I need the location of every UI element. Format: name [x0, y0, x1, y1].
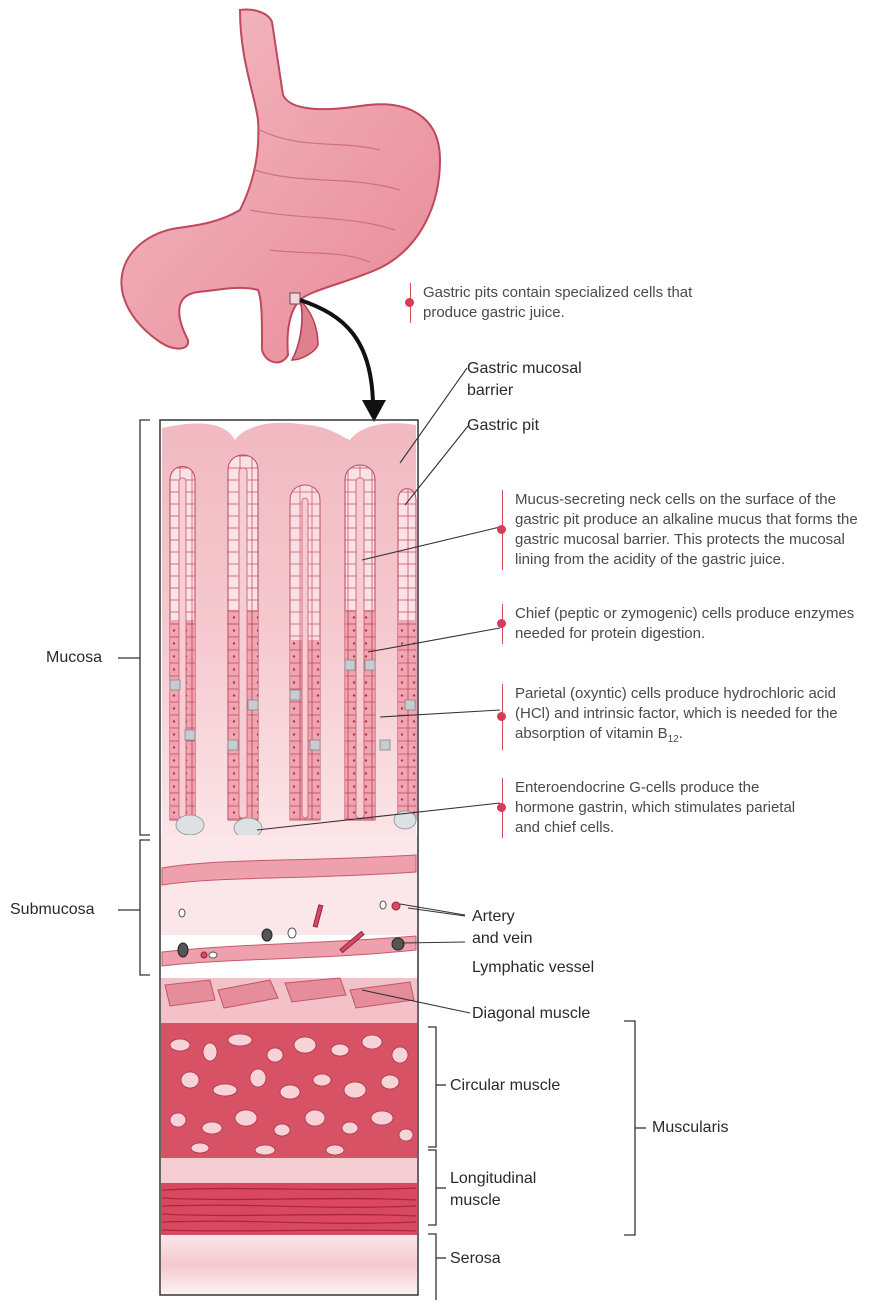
label-artery-vein: Artery and vein [472, 906, 533, 950]
label-submucosa: Submucosa [10, 900, 95, 920]
note-mucus-cells: Mucus-secreting neck cells on the surfac… [502, 490, 860, 570]
label-longitudinal-muscle: Longitudinal muscle [450, 1168, 536, 1212]
tissue-column [160, 420, 418, 1295]
label-lymphatic-vessel: Lymphatic vessel [472, 958, 594, 978]
label-gastric-mucosal-barrier: Gastric mucosal barrier [467, 358, 582, 402]
label-mucosa: Mucosa [46, 648, 102, 668]
label-diagonal-muscle: Diagonal muscle [472, 1004, 590, 1024]
label-serosa: Serosa [450, 1249, 501, 1269]
note-parietal-cells: Parietal (oxyntic) cells produce hydroch… [502, 684, 875, 750]
label-circular-muscle: Circular muscle [450, 1076, 560, 1096]
note-gastric-pits: Gastric pits contain specialized cells t… [410, 283, 713, 323]
label-gastric-pit: Gastric pit [467, 416, 539, 436]
note-g-cells: Enteroendocrine G-cells produce the horm… [502, 778, 815, 838]
stomach-icon [121, 10, 440, 363]
label-muscularis: Muscularis [652, 1118, 728, 1138]
note-chief-cells: Chief (peptic or zymogenic) cells produc… [502, 604, 870, 644]
